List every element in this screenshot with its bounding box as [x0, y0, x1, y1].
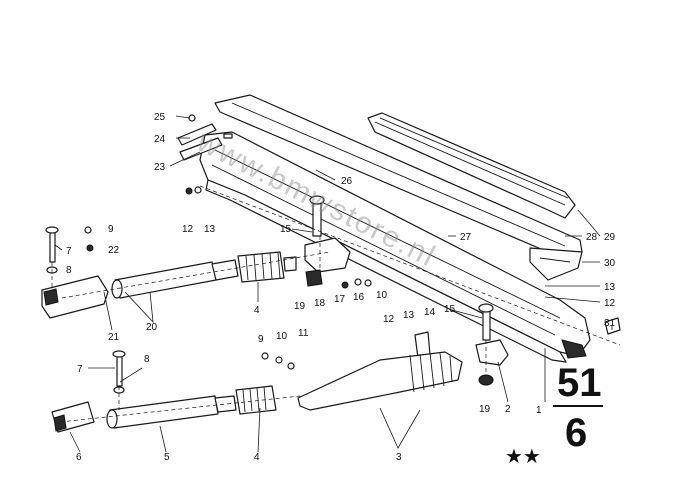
callout-23: 23	[154, 162, 166, 173]
callout-10-lower: 10	[276, 331, 288, 342]
callout-2: 2	[505, 404, 511, 415]
lower-mount-bracket	[475, 303, 509, 386]
callout-27: 27	[460, 232, 472, 243]
callout-22: 22	[108, 245, 120, 256]
callout-29: 29	[604, 232, 616, 243]
callout-19-upper: 19	[294, 301, 306, 312]
callout-9-upper: 9	[108, 224, 114, 235]
callout-15-upper: 15	[280, 224, 292, 235]
group-number: 51 6	[553, 361, 603, 455]
callout-18: 18	[314, 298, 326, 309]
callout-30: 30	[604, 258, 616, 269]
callout-28: 28	[586, 232, 598, 243]
callout-12-left: 12	[182, 224, 194, 235]
callout-15-lower: 15	[444, 304, 456, 315]
callout-7-lower: 7	[77, 364, 83, 375]
callout-13-left: 13	[204, 224, 216, 235]
left-bolts	[45, 226, 295, 394]
group-main-number: 51	[557, 361, 602, 405]
callout-16: 16	[353, 292, 365, 303]
callout-24: 24	[154, 134, 166, 145]
callout-8-lower: 8	[144, 354, 150, 365]
callout-20: 20	[146, 322, 158, 333]
callout-17: 17	[334, 294, 346, 305]
group-sub-number: 6	[565, 411, 587, 455]
callout-4-lower: 4	[254, 452, 260, 463]
callout-25: 25	[154, 112, 166, 123]
callout-8-upper: 8	[66, 265, 72, 276]
callout-12-right: 12	[604, 298, 616, 309]
callout-13-right: 13	[604, 282, 616, 293]
callout-26: 26	[341, 176, 353, 187]
callout-11: 11	[298, 328, 309, 339]
callout-7-upper: 7	[66, 246, 72, 257]
callout-19-lower: 19	[479, 404, 491, 415]
left-fasteners	[185, 186, 372, 289]
callout-21: 21	[108, 332, 120, 343]
assembly-lines	[51, 185, 621, 423]
rubber-strip	[367, 112, 576, 219]
bellows-cover	[297, 351, 463, 411]
callout-31: 31	[604, 318, 616, 329]
callout-9-lower: 9	[258, 334, 264, 345]
callout-10-upper: 10	[376, 290, 388, 301]
lower-shock-assembly	[51, 385, 277, 433]
callout-6: 6	[76, 452, 82, 463]
callout-13-mid: 13	[403, 310, 415, 321]
leader-lines	[54, 115, 613, 453]
end-cap	[529, 247, 583, 281]
corner-piece	[604, 317, 621, 335]
callout-5: 5	[164, 452, 170, 463]
upper-mount-bracket	[304, 195, 351, 287]
rating-stars: ★★	[505, 444, 541, 468]
callout-3: 3	[396, 452, 402, 463]
callout-12-mid: 12	[383, 314, 395, 325]
callout-14: 14	[424, 307, 436, 318]
upper-left-hardware	[177, 114, 233, 161]
callout-4-upper: 4	[254, 305, 260, 316]
callout-labels: 1 2 3 4 4 5 6 7 7 8 8 9 9 10 10 11 12 12…	[66, 112, 616, 463]
callout-1: 1	[536, 405, 542, 416]
